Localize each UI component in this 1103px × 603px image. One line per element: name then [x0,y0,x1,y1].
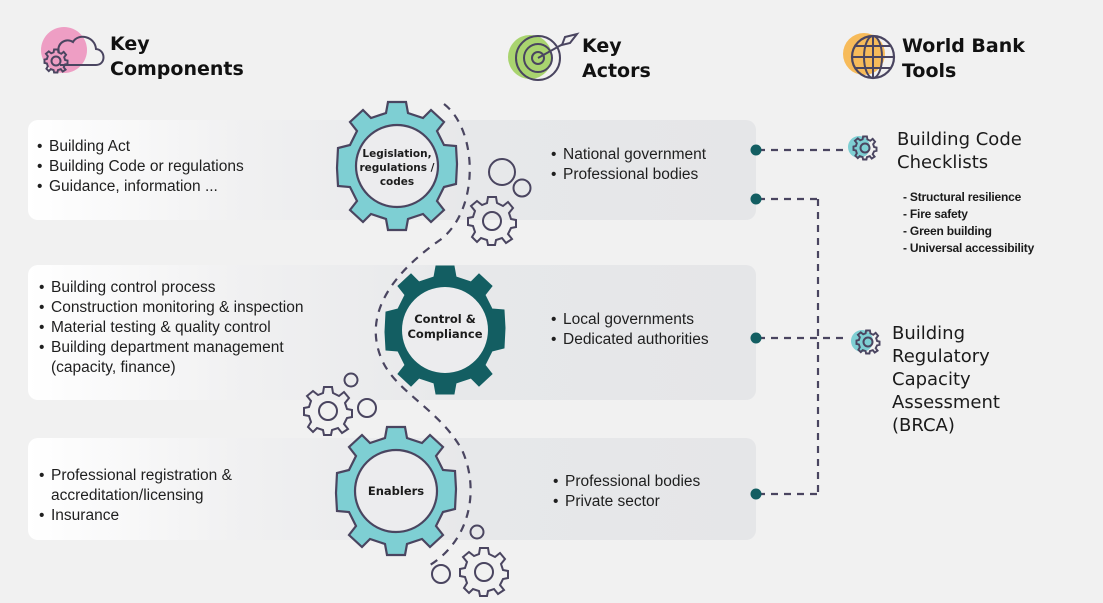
target-icon [508,32,580,81]
list-item-continuation: accreditation/licensing [51,487,204,504]
gear-label-line: Compliance [407,327,483,341]
connector-dot [750,488,762,500]
list-item: Insurance [38,506,232,526]
gear-label-line: codes [379,176,415,188]
decor-circle [512,178,532,198]
tool-gear-icon-checklists [848,135,878,161]
gear-label-line: Legislation, [362,148,432,160]
list-item: Professional registration & [38,466,232,486]
tool-title-line: Checklists [897,152,989,173]
actors-list-control: Local governments Dedicated authorities [550,310,709,350]
gear-control [384,265,506,395]
components-list-legislation: Building Act Building Code or regulation… [36,137,244,197]
small-gear-icon [303,386,353,436]
header-line: Key [582,35,622,57]
decor-circle [357,398,377,418]
header-key-actors: Key Actors [582,34,651,84]
list-item: Professional bodies [550,165,706,185]
decor-circle [469,524,485,540]
list-item: Guidance, information ... [36,177,244,197]
header-line: Actors [582,60,651,82]
gear-label-legislation: Legislation, regulations / codes [352,147,442,189]
header-world-bank-tools: World Bank Tools [902,34,1025,84]
header-line: World Bank [902,35,1025,57]
tool-title-line: Building Code [897,129,1022,150]
actors-list-legislation: National government Professional bodies [550,145,706,185]
tool-brca: Building Regulatory Capacity Assessment … [892,322,1000,437]
gear-label-enablers: Enablers [351,484,441,499]
small-gear-icon [459,547,509,597]
tool-title-line: (BRCA) [892,415,955,436]
list-item: Material testing & quality control [38,318,303,338]
checklist-item: - Fire safety [903,207,968,221]
header-line: Components [110,58,244,80]
gear-label-line: Control & [414,312,476,326]
header-line: Tools [902,60,957,82]
checklist-item: - Universal accessibility [903,241,1035,255]
header-key-components: Key Components [110,32,244,82]
list-item: Building department management [38,338,303,358]
globe-icon [843,33,896,80]
list-item: National government [550,145,706,165]
gear-legislation [335,100,459,232]
gear-label-control: Control & Compliance [400,312,490,342]
tool-gear-icon-brca [851,329,881,355]
dashed-flow-curve [374,103,472,566]
decor-circle [431,564,451,584]
small-gear-icon [467,196,517,246]
checklist-items: - Structural resilience - Fire safety - … [903,189,1034,257]
components-list-enablers: Professional registration & accreditatio… [38,466,232,526]
tool-title-line: Building [892,323,966,344]
tool-building-code-checklists: Building Code Checklists [897,128,1022,174]
header-line: Key [110,33,150,55]
list-item-continuation: (capacity, finance) [51,359,176,376]
list-item: Professional bodies [552,472,700,492]
actors-list-enablers: Professional bodies Private sector [552,472,700,512]
tool-title-line: Assessment [892,392,1000,413]
tool-title-line: Capacity [892,369,971,390]
decor-circle [343,372,359,388]
connector-dot [750,144,762,156]
list-item: Building control process [38,278,303,298]
connector-dot [750,332,762,344]
checklist-item: - Structural resilience [903,190,1022,204]
list-item: Construction monitoring & inspection [38,298,303,318]
list-item: Dedicated authorities [550,330,709,350]
list-item: Local governments [550,310,709,330]
decor-circle [488,158,516,186]
list-item: Private sector [552,492,700,512]
gear-label-line: Enablers [367,484,425,498]
components-list-control: Building control process Construction mo… [38,278,303,378]
connector-dot [750,193,762,205]
tool-title-line: Regulatory [892,346,990,367]
gear-enablers [334,425,458,557]
checklist-item: - Green building [903,224,992,238]
list-item: Building Act [36,137,244,157]
connector-lines [758,148,848,496]
cloud-gear-icon [41,27,105,74]
list-item: Building Code or regulations [36,157,244,177]
gear-label-line: regulations / [359,162,435,174]
